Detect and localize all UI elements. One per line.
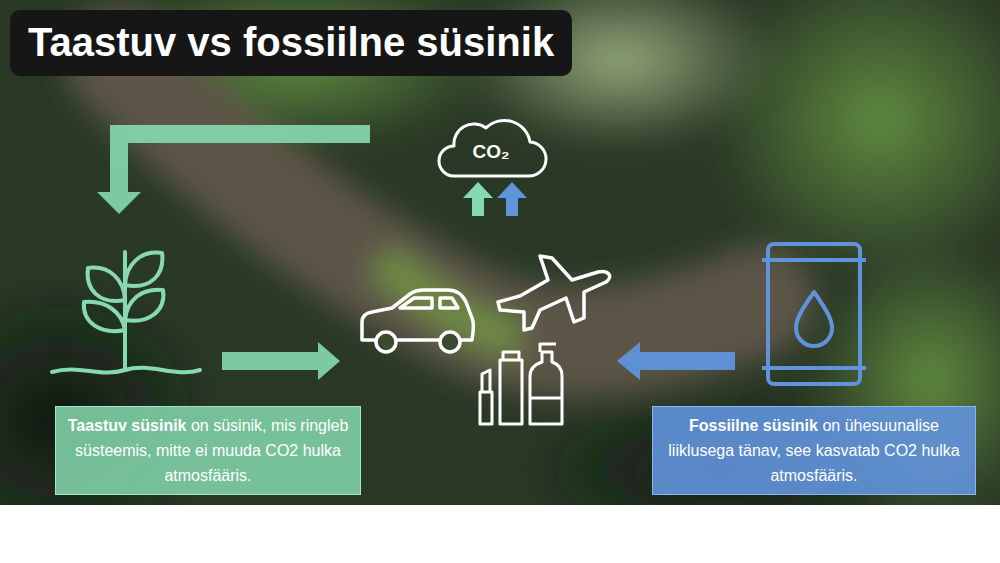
info-box: Fossiilne süsinik on ühesuunalise liiklu…: [652, 406, 976, 495]
barrel-icon: [762, 244, 866, 384]
emission-arrow: [497, 182, 527, 216]
title: Taastuv vs fossiilne süsinik: [28, 18, 554, 66]
plane-icon: [498, 256, 610, 330]
emission-arrow: [463, 182, 493, 216]
return-arrow: [97, 125, 370, 214]
box-text: Taastuv süsinik on süsinik, mis ringleb …: [64, 413, 352, 488]
cosmetics-icon: [480, 344, 562, 424]
input-arrow: [617, 342, 735, 380]
cloud-label: CO₂: [473, 141, 510, 163]
cloud-node: CO₂: [430, 116, 552, 180]
plant-icon: [52, 252, 200, 373]
title-bar: Taastuv vs fossiilne süsinik: [10, 10, 572, 76]
box-heading: Taastuv süsinik: [68, 417, 187, 434]
info-box: Taastuv süsinik on süsinik, mis ringleb …: [55, 406, 361, 495]
box-text: Fossiilne süsinik on ühesuunalise liiklu…: [661, 413, 967, 488]
input-arrow: [222, 342, 340, 380]
box-heading: Fossiilne süsinik: [689, 417, 818, 434]
car-icon: [362, 290, 474, 352]
